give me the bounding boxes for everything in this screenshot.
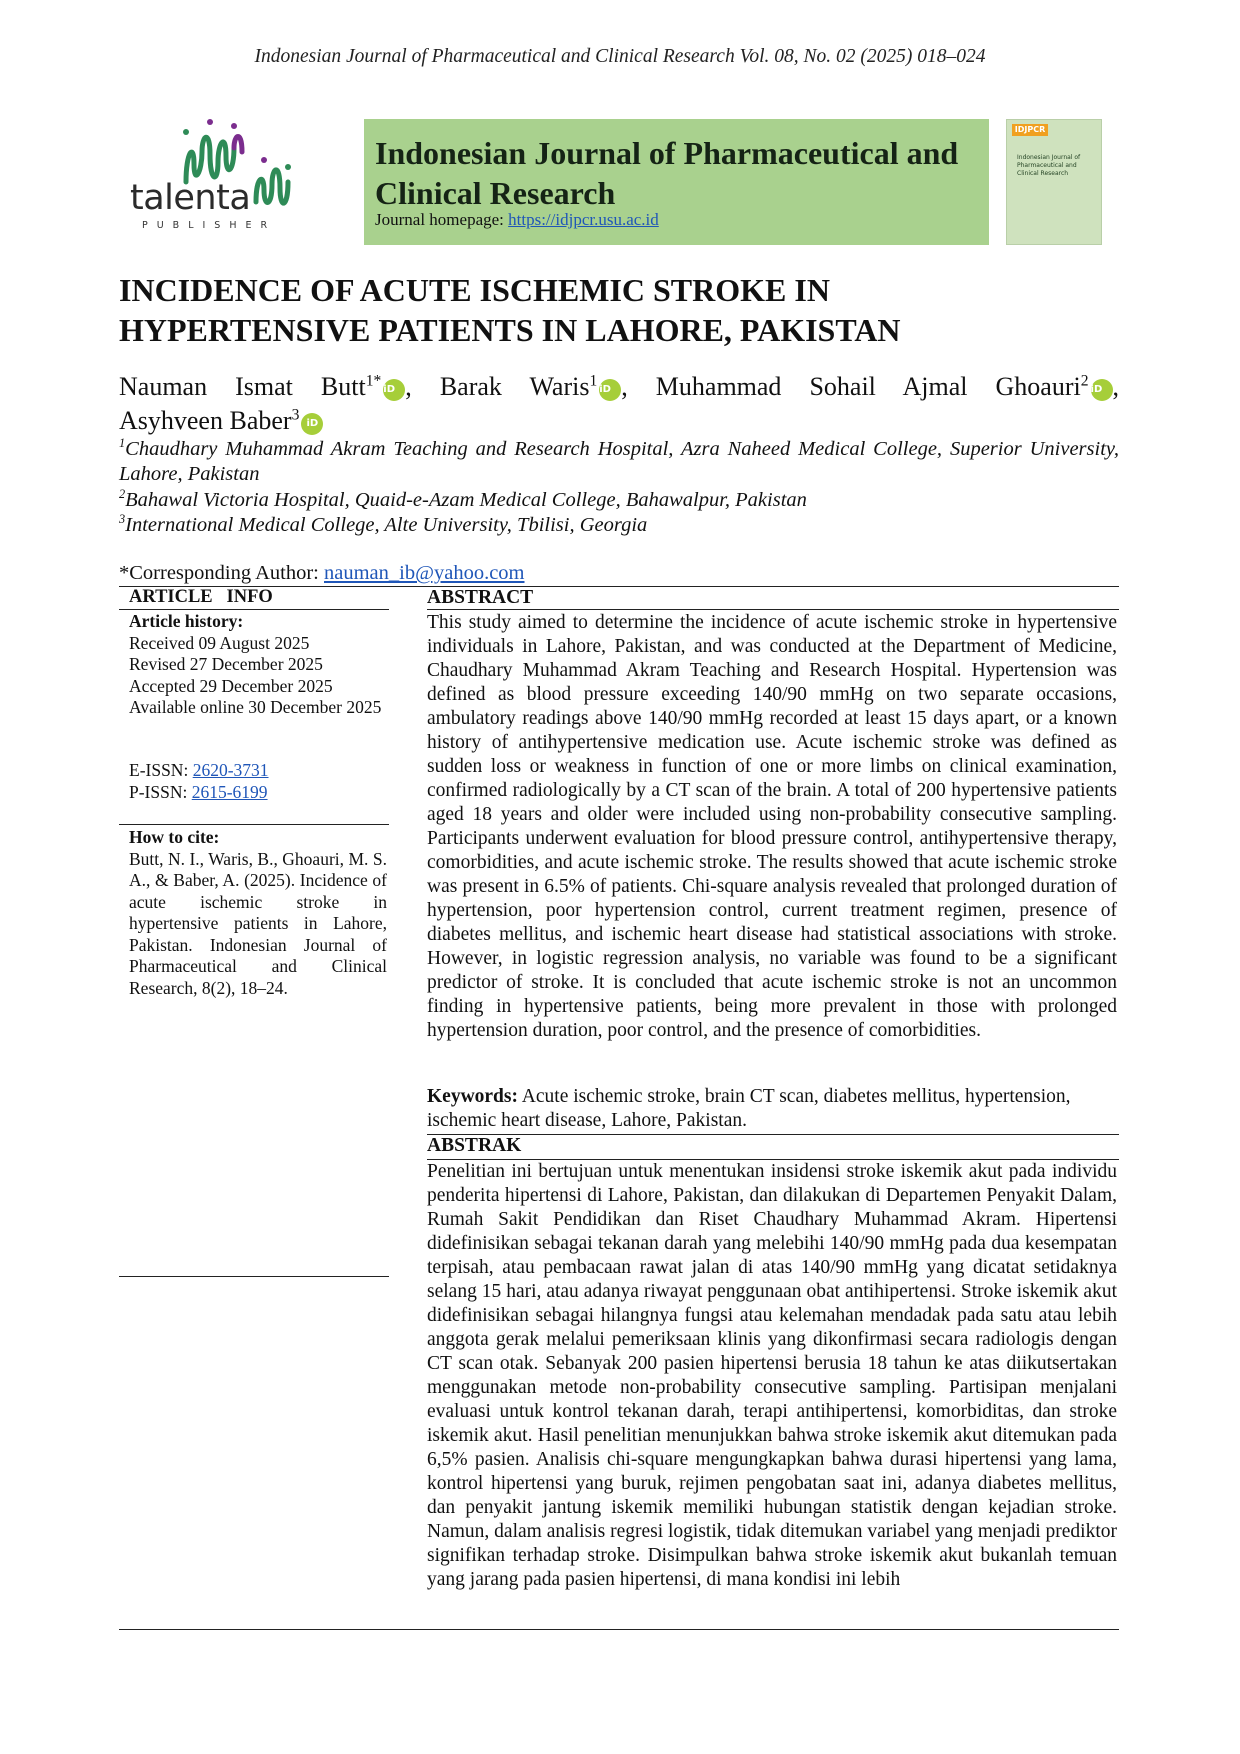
journal-homepage-link[interactable]: https://idjpcr.usu.ac.id <box>508 210 659 229</box>
author-list-line-2: Asyhveen Baber3iD <box>119 404 324 438</box>
orcid-icon[interactable]: iD <box>301 413 324 435</box>
how-to-cite-text: Butt, N. I., Waris, B., Ghoauri, M. S. A… <box>129 848 387 998</box>
author-list: Nauman Ismat Butt1*iD, Barak Waris1iD, M… <box>119 370 1119 404</box>
affiliation-text: Chaudhary Muhammad Akram Teaching and Re… <box>119 438 1119 485</box>
cover-logo: IDJPCR <box>1012 124 1048 136</box>
corresponding-email-link[interactable]: nauman_ib@yahoo.com <box>324 562 525 584</box>
journal-cover-thumbnail: IDJPCR Indonesian Journal of Pharmaceuti… <box>1006 119 1102 245</box>
rule-top-full <box>119 586 1119 587</box>
affiliation-1: 1Chaudhary Muhammad Akram Teaching and R… <box>119 437 1119 487</box>
history-accepted: Accepted 29 December 2025 <box>129 675 333 696</box>
keywords: Keywords: Acute ischemic stroke, brain C… <box>427 1085 1117 1133</box>
journal-title: Indonesian Journal of Pharmaceutical and… <box>375 135 959 211</box>
how-to-cite: How to cite: Butt, N. I., Waris, B., Gho… <box>129 827 387 999</box>
affiliation-text: Bahawal Victoria Hospital, Quaid-e-Azam … <box>125 489 807 511</box>
running-head: Indonesian Journal of Pharmaceutical and… <box>254 46 986 67</box>
article-history-label: Article history: <box>129 611 244 631</box>
orcid-icon[interactable]: iD <box>1090 379 1113 401</box>
article-history: Article history: Received 09 August 2025… <box>129 611 387 719</box>
corresponding-label: *Corresponding Author: <box>119 562 324 584</box>
journal-homepage-label: Journal homepage: <box>375 210 509 229</box>
abstract-heading: ABSTRACT <box>427 587 534 608</box>
abstrak-heading: ABSTRAK <box>427 1135 522 1156</box>
rule-left-end <box>119 1276 389 1277</box>
affiliation-num: 1 <box>119 436 126 451</box>
orcid-icon[interactable]: iD <box>383 379 406 401</box>
journal-homepage: Journal homepage: https://idjpcr.usu.ac.… <box>375 210 659 230</box>
issn-block: E-ISSN: 2620-3731 P-ISSN: 2615-6199 <box>129 760 387 803</box>
author-affil-sup: 1* <box>365 372 382 390</box>
paper-title: INCIDENCE OF ACUTE ISCHEMIC STROKE IN HY… <box>119 270 1119 350</box>
author-affil-sup: 1 <box>589 372 598 390</box>
corresponding-author: *Corresponding Author: nauman_ib@yahoo.c… <box>119 561 525 586</box>
talenta-wave-logo-icon <box>183 119 291 206</box>
affiliation-text: International Medical College, Alte Univ… <box>125 514 648 536</box>
rule-right-abstrak-bottom <box>427 1159 1119 1160</box>
affiliation-2: 2Bahawal Victoria Hospital, Quaid-e-Azam… <box>119 488 1119 513</box>
author-separator: , <box>1112 372 1120 401</box>
abstrak-text: Penelitian ini bertujuan untuk menentuka… <box>427 1161 1117 1590</box>
author-separator: , <box>405 372 440 401</box>
paper-title-line-1: INCIDENCE OF ACUTE ISCHEMIC STROKE IN <box>119 272 830 308</box>
abstract-text: This study aimed to determine the incide… <box>427 612 1117 1041</box>
rule-bottom-full <box>119 1629 1119 1630</box>
affiliation-3: 3International Medical College, Alte Uni… <box>119 513 1119 538</box>
author-name: Barak Waris <box>439 372 590 401</box>
rule-right-abstract <box>427 609 1119 610</box>
publisher-logo: talenta PUBLISHER <box>128 112 348 242</box>
pissn-link[interactable]: 2615-6199 <box>191 781 268 802</box>
author-affil-sup: 3 <box>291 406 300 424</box>
affiliation-num: 2 <box>119 487 126 502</box>
eissn-label: E-ISSN: <box>129 760 193 780</box>
orcid-icon[interactable]: iD <box>599 379 622 401</box>
author-name: Asyhveen Baber <box>119 406 292 435</box>
pissn-line: P-ISSN: 2615-6199 <box>129 782 387 804</box>
history-online: Available online 30 December 2025 <box>129 697 382 717</box>
rule-right-abstrak <box>427 1134 1119 1135</box>
history-received: Received 09 August 2025 <box>129 632 310 653</box>
history-revised: Revised 27 December 2025 <box>129 654 323 674</box>
paper-title-line-2: HYPERTENSIVE PATIENTS IN LAHORE, PAKISTA… <box>119 312 901 348</box>
publisher-logo-word: talenta <box>130 178 251 218</box>
publisher-logo-sub: PUBLISHER <box>142 220 277 231</box>
how-to-cite-label: How to cite: <box>129 827 220 847</box>
rule-left-info <box>119 609 389 610</box>
author-name: Nauman Ismat Butt <box>119 372 366 401</box>
affiliation-num: 3 <box>119 512 126 527</box>
eissn-link[interactable]: 2620-3731 <box>192 760 269 780</box>
author-name: Muhammad Sohail Ajmal Ghoauri <box>655 372 1081 401</box>
journal-banner: Indonesian Journal of Pharmaceutical and… <box>364 119 989 245</box>
keywords-label: Keywords: <box>427 1086 518 1107</box>
pissn-label: P-ISSN: <box>129 781 192 802</box>
rule-left-cite <box>119 824 389 825</box>
article-info-heading: ARTICLE INFO <box>129 587 273 607</box>
author-separator: , <box>621 372 656 401</box>
author-affil-sup: 2 <box>1080 372 1089 390</box>
cover-title: Indonesian Journal of Pharmaceutical and… <box>1017 154 1081 177</box>
keywords-text: Acute ischemic stroke, brain CT scan, di… <box>427 1086 1071 1131</box>
eissn-line: E-ISSN: 2620-3731 <box>129 760 387 782</box>
